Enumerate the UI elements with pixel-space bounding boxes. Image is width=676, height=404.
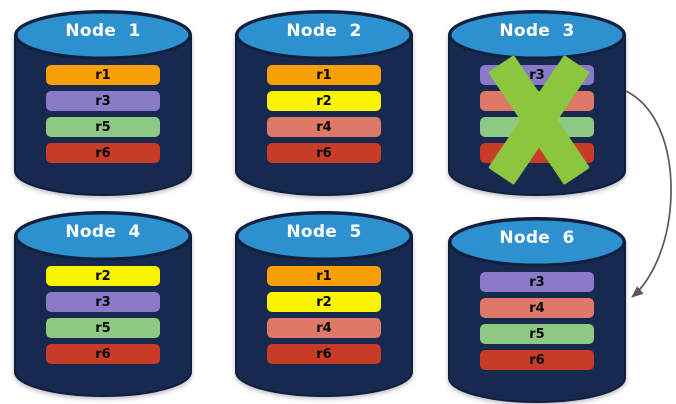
replica-bar-label: r1 bbox=[95, 67, 111, 83]
node-3: Node 3 r3 bbox=[447, 9, 627, 197]
replica-bars: r2 r3 r5 r6 bbox=[46, 266, 160, 370]
replica-bar-label: r5 bbox=[95, 119, 111, 135]
failure-x-icon bbox=[488, 55, 590, 185]
replica-bar-label: r6 bbox=[316, 145, 332, 161]
replica-bar-label: r1 bbox=[316, 268, 332, 284]
node-label: Node 1 bbox=[65, 21, 141, 41]
replica-bar-label: r6 bbox=[316, 346, 332, 362]
cylinder-top bbox=[448, 10, 626, 60]
replica-bar-label: r2 bbox=[316, 294, 332, 310]
replica-bar: r3 bbox=[46, 292, 160, 312]
node-6: Node 6 r3 r4 r5 r6 bbox=[447, 216, 627, 404]
replica-bar-label: r4 bbox=[316, 119, 332, 135]
replica-bar-label: r6 bbox=[95, 346, 111, 362]
replica-bar-label: r2 bbox=[95, 268, 111, 284]
replica-bars: r1 r2 r4 r6 bbox=[267, 266, 381, 370]
cylinder-top bbox=[14, 211, 192, 261]
replica-bar-label: r5 bbox=[95, 320, 111, 336]
replica-bar: r5 bbox=[46, 318, 160, 338]
replica-bar: r5 bbox=[480, 324, 594, 344]
replica-bar: r2 bbox=[46, 266, 160, 286]
node-label: Node 3 bbox=[499, 21, 575, 41]
node-5: Node 5 r1 r2 r4 r6 bbox=[234, 210, 414, 398]
replica-bar: r4 bbox=[267, 318, 381, 338]
replica-bar: r1 bbox=[267, 266, 381, 286]
cylinder-top bbox=[235, 10, 413, 60]
cylinder-top bbox=[235, 211, 413, 261]
node-2: Node 2 r1 r2 r4 r6 bbox=[234, 9, 414, 197]
replica-bar-label: r3 bbox=[529, 274, 545, 290]
replica-bar: r6 bbox=[267, 143, 381, 163]
replica-bar: r4 bbox=[480, 298, 594, 318]
replica-bar-label: r3 bbox=[529, 67, 545, 83]
replica-bars: r3 r4 r5 r6 bbox=[480, 272, 594, 376]
replica-bar: r6 bbox=[480, 350, 594, 370]
node-4: Node 4 r2 r3 r5 r6 bbox=[13, 210, 193, 398]
replica-bar-label: r4 bbox=[316, 320, 332, 336]
replica-bar-label: r4 bbox=[529, 300, 545, 316]
replica-bar-label: r6 bbox=[95, 145, 111, 161]
node-1: Node 1 r1 r3 r5 r6 bbox=[13, 9, 193, 197]
node-label: Node 2 bbox=[286, 21, 362, 41]
replica-bar: r2 bbox=[267, 292, 381, 312]
cylinder-top bbox=[448, 217, 626, 267]
replica-bar: r6 bbox=[267, 344, 381, 364]
failover-arrow bbox=[625, 90, 672, 298]
replica-bar: r1 bbox=[46, 65, 160, 85]
replica-bar-label: r1 bbox=[316, 67, 332, 83]
node-label: Node 5 bbox=[286, 222, 362, 242]
replica-bar-label: r6 bbox=[529, 352, 545, 368]
replica-bar: r1 bbox=[267, 65, 381, 85]
replica-bar: r6 bbox=[46, 344, 160, 364]
node-label: Node 4 bbox=[65, 222, 141, 242]
replica-bar: r3 bbox=[480, 272, 594, 292]
replica-bar-label: r3 bbox=[95, 294, 111, 310]
replica-bar-label: r5 bbox=[529, 326, 545, 342]
replica-bar: r3 bbox=[46, 91, 160, 111]
replica-bar: r2 bbox=[267, 91, 381, 111]
replica-bar: r6 bbox=[46, 143, 160, 163]
cylinder-top bbox=[14, 10, 192, 60]
replica-bar-label: r2 bbox=[316, 93, 332, 109]
replica-bar-label: r3 bbox=[95, 93, 111, 109]
node-label: Node 6 bbox=[499, 228, 575, 248]
replica-bar: r5 bbox=[46, 117, 160, 137]
replica-bars: r1 r3 r5 r6 bbox=[46, 65, 160, 169]
replica-bars: r1 r2 r4 r6 bbox=[267, 65, 381, 169]
replica-bar: r4 bbox=[267, 117, 381, 137]
